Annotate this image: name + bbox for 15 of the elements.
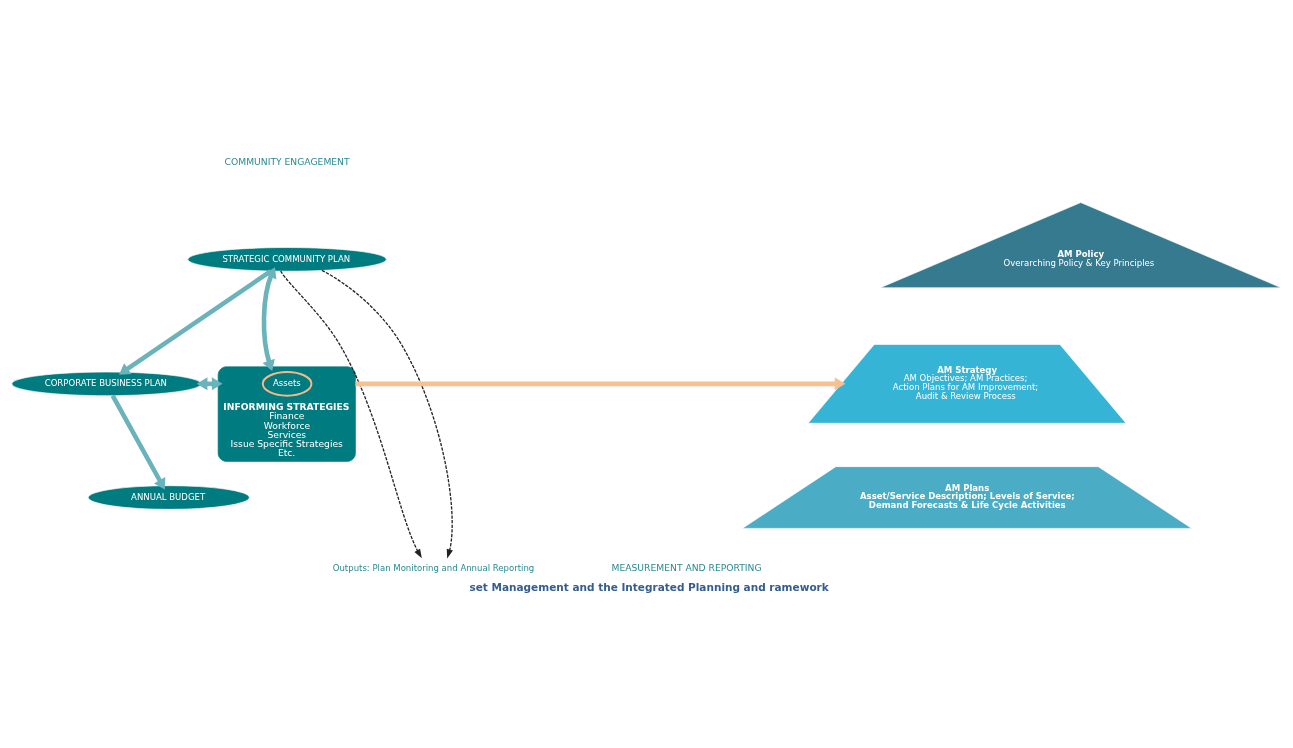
node-text: Outputs: Plan Monitoring and Annual Reporting — [332, 562, 535, 573]
arrow — [118, 269, 273, 375]
node-ellipse: ANNUAL BUDGET — [88, 485, 250, 510]
node-ellipse: Assets — [261, 371, 313, 397]
node-ellipse: CORPORATE BUSINESS PLAN — [11, 371, 202, 396]
arrow — [280, 270, 422, 559]
arrow — [355, 377, 846, 391]
node-ellipse: STRATEGIC COMMUNITY PLAN — [187, 247, 387, 272]
arrow — [196, 377, 223, 391]
arrow — [110, 394, 166, 490]
arrow — [321, 269, 453, 559]
label: MEASUREMENT AND REPORTING — [611, 561, 762, 573]
caption: set Management and the Integrated Planning and ramework — [469, 580, 829, 593]
label: COMMUNITY ENGAGEMENT — [224, 155, 350, 167]
arrow — [261, 267, 277, 371]
